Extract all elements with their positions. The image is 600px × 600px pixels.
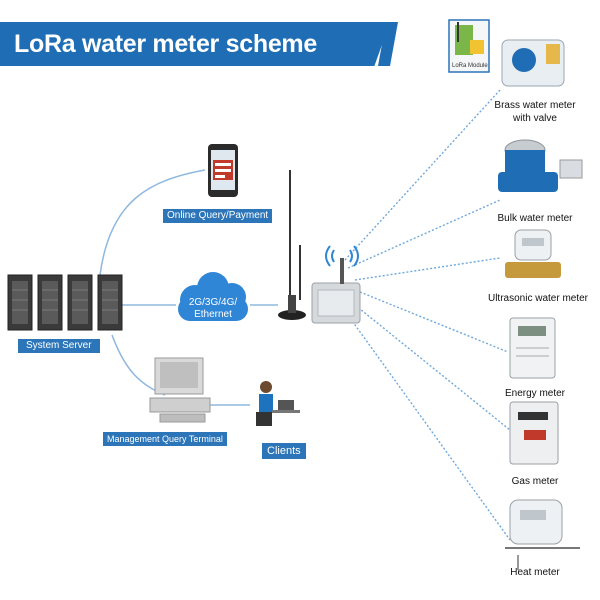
link-gateway-heat: [349, 317, 511, 541]
meter-label-gas: Gas meter: [511, 476, 559, 487]
link-gateway-gas: [354, 304, 511, 431]
meter-label-brass: Brass water meter with valve: [480, 99, 590, 125]
meter-label-brass-line1: Brass water meter: [494, 100, 576, 111]
meter-label-bulk: Bulk water meter: [497, 213, 573, 224]
network-type-line1: 2G/3G/4G/: [188, 297, 238, 308]
link-gateway-ultrasonic: [354, 257, 501, 281]
lora-module-label: LoRa Module: [452, 63, 488, 69]
meter-label-brass-line2: with valve: [513, 113, 557, 124]
management-terminal-label: Management Query Terminal: [103, 432, 227, 446]
page-title: LoRa water meter scheme: [14, 30, 317, 58]
meter-label-energy: Energy meter: [504, 388, 566, 399]
link-gateway-bulk: [347, 199, 501, 269]
link-server-terminal: [111, 334, 166, 396]
link-server-online: [99, 169, 206, 276]
clients-label: Clients: [262, 443, 306, 459]
link-gateway-energy: [359, 291, 509, 353]
network-type-line2: Ethernet: [194, 309, 232, 320]
network-type-label: 2G/3G/4G/ Ethernet: [178, 297, 248, 321]
system-server-label: System Server: [18, 339, 100, 353]
meter-label-ultrasonic: Ultrasonic water meter: [487, 293, 589, 304]
meter-label-heat: Heat meter: [510, 567, 560, 578]
online-query-label: Online Query/Payment: [163, 209, 273, 223]
title-banner: [0, 22, 390, 66]
